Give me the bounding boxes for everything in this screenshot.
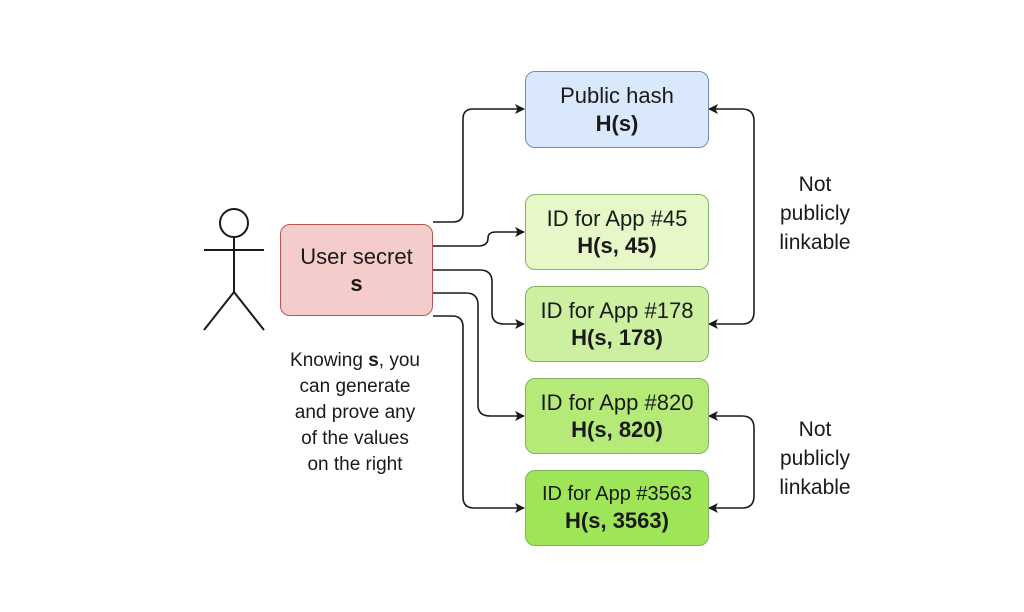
user-secret-label: User secret <box>300 243 413 269</box>
arrow-to-public-hash <box>433 104 525 223</box>
public-hash-box: Public hash H(s) <box>525 71 709 148</box>
knowing-line-3: and prove any <box>294 402 416 423</box>
knowing-line-5: on the right <box>307 454 403 475</box>
not-linkable-label-top: Not publicly linkable <box>779 173 851 254</box>
unlinkable-connector-bottom <box>708 411 755 513</box>
app-820-box: ID for App #820 H(s, 820) <box>525 378 709 454</box>
unlinkable-connector-top <box>708 104 755 329</box>
knowing-bold-s: s <box>368 350 379 371</box>
knowing-note: Knowing s, you can generate and prove an… <box>262 348 448 478</box>
knowing-line-1: Knowing s, you <box>290 350 420 371</box>
stick-figure-icon <box>203 208 265 331</box>
app-45-value: H(s, 45) <box>577 233 657 258</box>
app-3563-box: ID for App #3563 H(s, 3563) <box>525 470 709 546</box>
knowing-line-4: of the values <box>301 428 409 449</box>
not-linkable-label-bottom: Not publicly linkable <box>779 418 851 499</box>
user-secret-symbol: s <box>350 271 363 296</box>
app-178-box: ID for App #178 H(s, 178) <box>525 286 709 362</box>
knowing-line-2: can generate <box>299 376 411 397</box>
app-45-label: ID for App #45 <box>546 205 688 231</box>
public-hash-label: Public hash <box>560 83 674 108</box>
app-178-label: ID for App #178 <box>540 297 694 323</box>
app-3563-label: ID for App #3563 <box>541 482 693 505</box>
app-178-value: H(s, 178) <box>571 325 663 350</box>
arrow-to-app-820 <box>433 292 525 421</box>
public-hash-value: H(s) <box>595 110 639 136</box>
arrow-to-app-3563 <box>433 315 525 513</box>
app-820-value: H(s, 820) <box>571 417 663 442</box>
arrow-to-app-45 <box>433 227 525 247</box>
app-45-box: ID for App #45 H(s, 45) <box>525 194 709 270</box>
arrow-to-app-178 <box>433 269 525 329</box>
app-3563-value: H(s, 3563) <box>565 507 669 533</box>
user-secret-box: User secret s <box>280 224 433 316</box>
app-820-label: ID for App #820 <box>540 389 694 415</box>
